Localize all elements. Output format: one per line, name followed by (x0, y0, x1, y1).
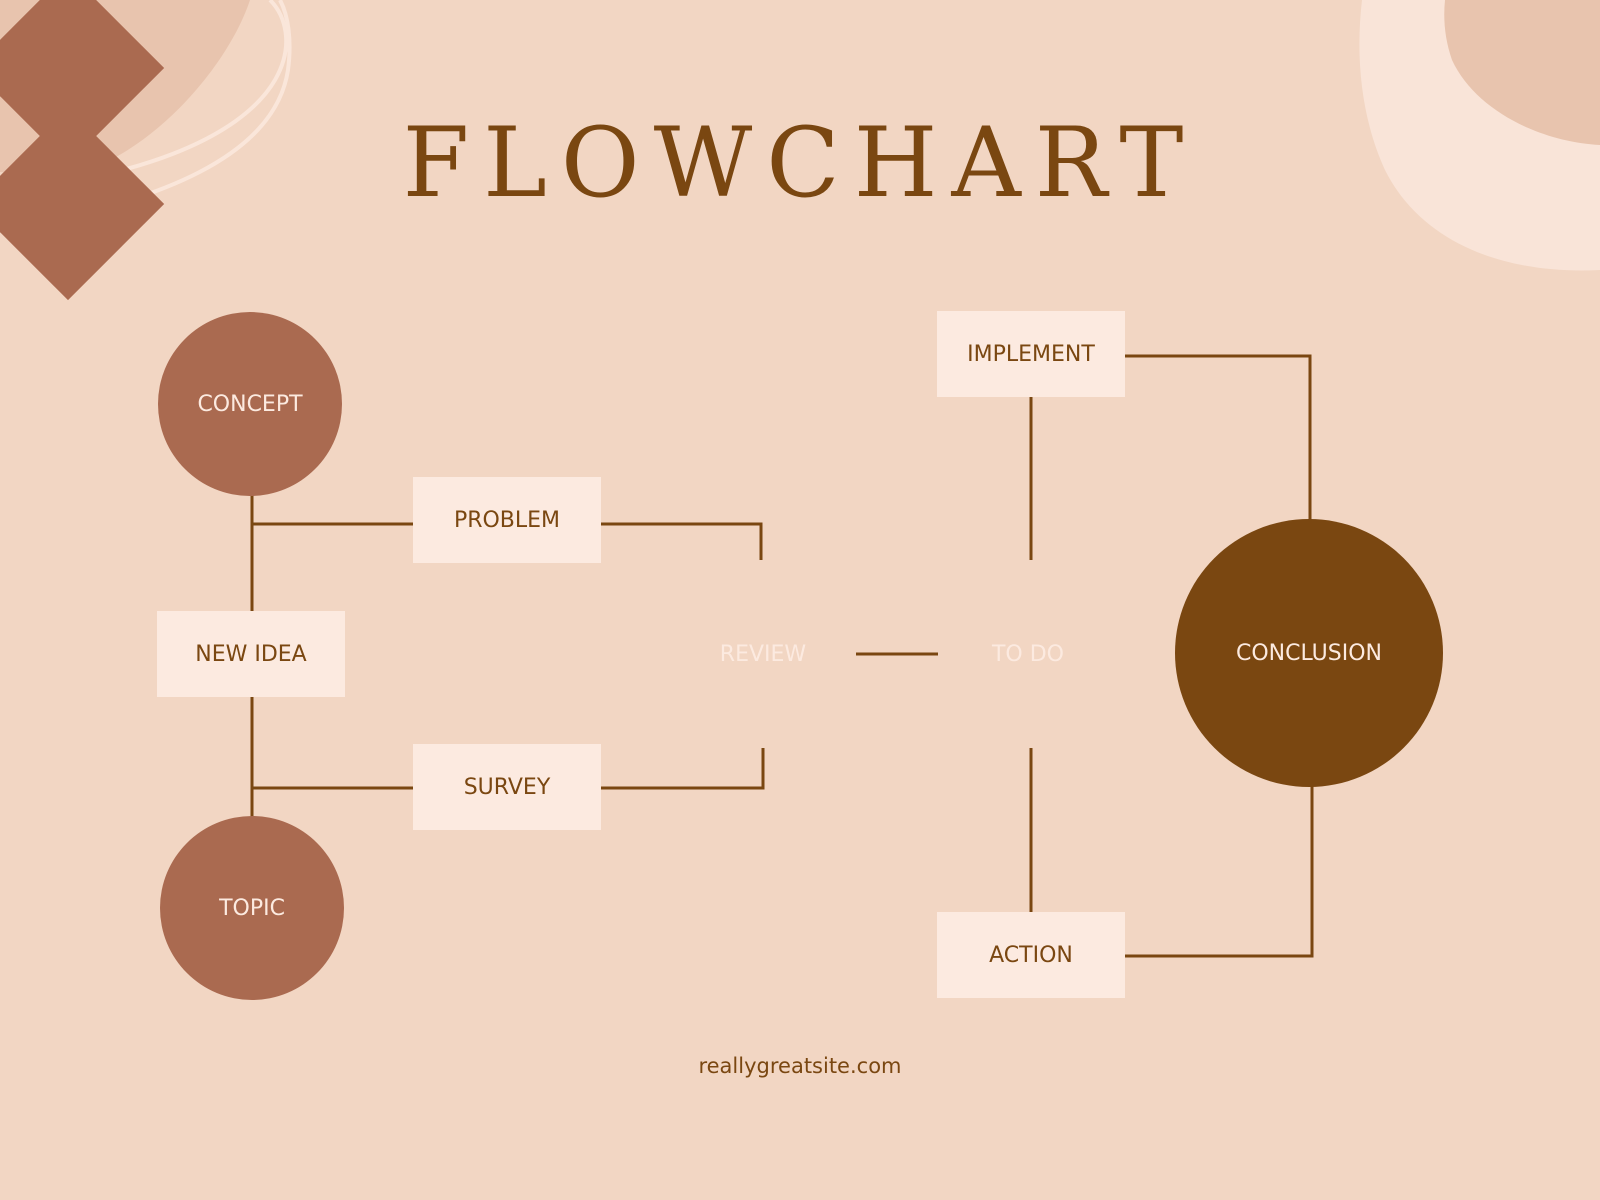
connector-implement-to-conclusion (1124, 354, 1312, 520)
connector-survey-to-review (601, 748, 765, 790)
footer-website: reallygreatsite.com (698, 1054, 902, 1078)
node-action: ACTION (937, 912, 1125, 998)
page-title: FLOWCHART (402, 107, 1198, 219)
node-todo-label: TO DO (991, 641, 1064, 667)
connector-problem-to-review (601, 522, 763, 560)
top-right-blob-dark (1444, 0, 1600, 145)
node-review-label: REVIEW (719, 641, 807, 667)
node-new-idea: NEW IDEA (157, 611, 345, 697)
node-concept: CONCEPT (158, 312, 342, 496)
node-conclusion: CONCLUSION (1175, 519, 1443, 787)
node-implement: IMPLEMENT (937, 311, 1125, 397)
node-problem: PROBLEM (413, 477, 601, 563)
node-survey: SURVEY (413, 744, 601, 830)
node-topic: TOPIC (160, 816, 344, 1000)
connector-action-to-conclusion (1124, 785, 1314, 958)
